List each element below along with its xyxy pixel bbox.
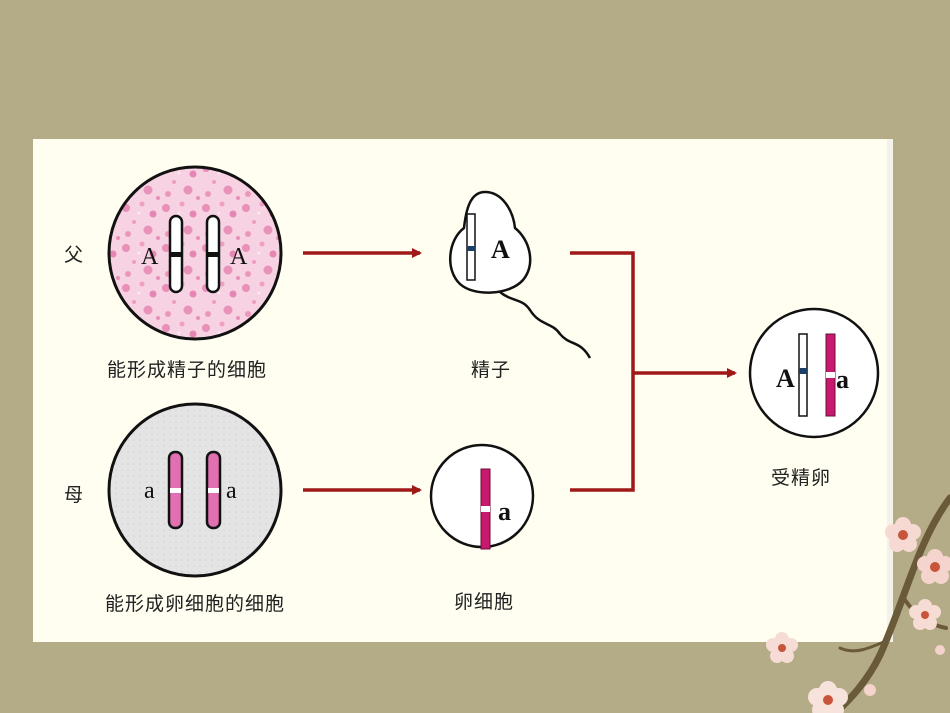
flower-blossom xyxy=(909,599,941,630)
mother-gene-right: a xyxy=(226,478,237,504)
merge-connector xyxy=(570,251,635,492)
mother-cell: a a xyxy=(107,402,283,578)
zygote-caption: 受精卵 xyxy=(771,467,832,489)
zygote: A a xyxy=(748,307,880,439)
flower-blossom xyxy=(917,549,950,584)
sperm-caption: 精子 xyxy=(471,359,512,381)
zygote-gene-a-upper: A xyxy=(776,364,795,393)
father-cell: A A xyxy=(107,165,283,341)
flower-blossom xyxy=(808,681,848,713)
zygote-chromosome-father xyxy=(798,333,808,417)
egg-caption: 卵细胞 xyxy=(454,591,515,613)
egg-gene: a xyxy=(498,497,511,526)
father-gene-right: A xyxy=(230,244,248,270)
father-label: 父 xyxy=(64,244,85,266)
egg: a xyxy=(429,443,535,550)
egg-forming-cell-caption: 能形成卵细胞的细胞 xyxy=(105,593,286,615)
father-gene-left: A xyxy=(141,244,159,270)
sperm: A xyxy=(448,190,592,359)
mother-gene-left: a xyxy=(144,478,155,504)
flower-bud xyxy=(864,684,876,696)
panel-edge xyxy=(887,139,893,642)
flower-blossom xyxy=(766,632,798,663)
mother-label: 母 xyxy=(64,484,85,506)
sperm-gene: A xyxy=(491,235,510,264)
sperm-forming-cell-caption: 能形成精子的细胞 xyxy=(107,359,268,381)
flower-blossom xyxy=(885,517,921,552)
flower-bud xyxy=(935,645,945,655)
flower-branch-decoration xyxy=(766,494,950,713)
zygote-gene-a-lower: a xyxy=(836,365,849,394)
